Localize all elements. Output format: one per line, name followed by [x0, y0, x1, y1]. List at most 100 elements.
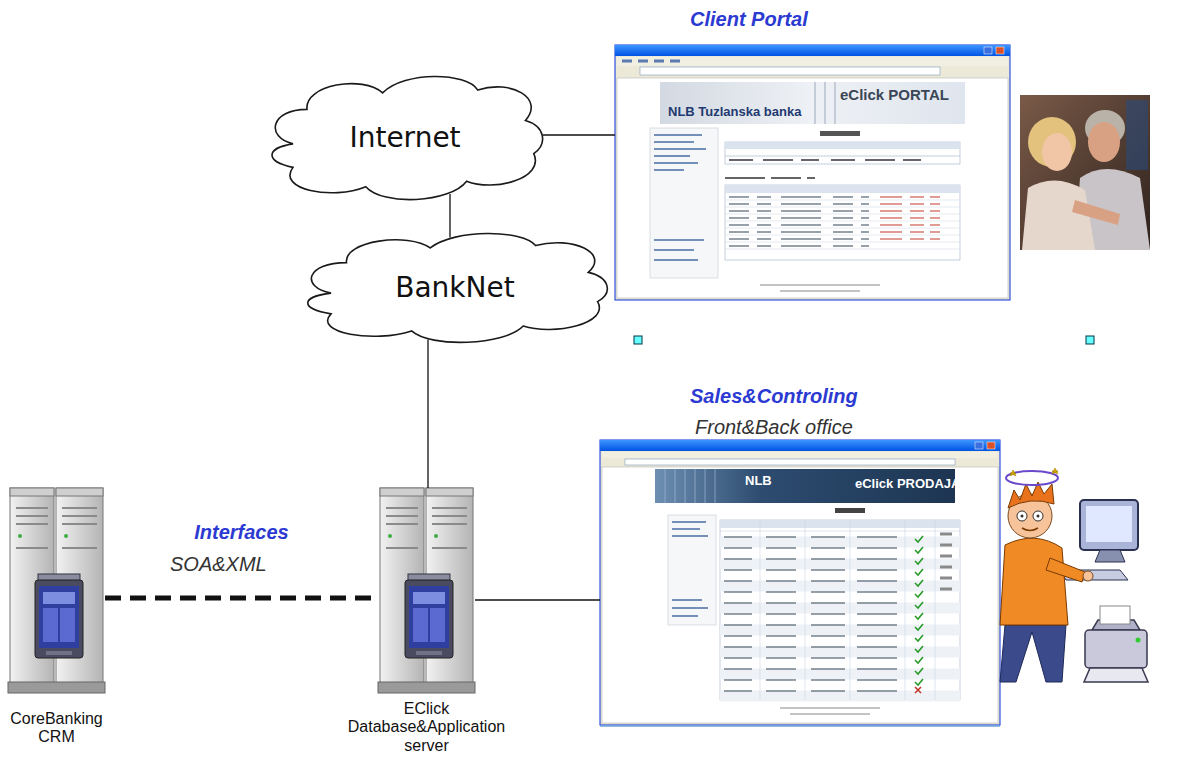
sales-screenshot: [720, 542, 960, 696]
text-slot: Interfaces: [191, 521, 292, 544]
sales-screenshot: [915, 536, 923, 542]
servers: [8, 488, 475, 693]
cloud-outline: [308, 233, 608, 342]
sales-screenshot-box: Sales&ControlingFront&Back office eClick …: [600, 385, 1000, 728]
section-heading: Client Portal: [690, 8, 808, 31]
text-slot: Client Portal: [690, 8, 808, 31]
portal-screenshot: [820, 131, 860, 136]
bank-logo-text: NLB Tuzlanska banka: [668, 104, 801, 119]
sales-screenshot: [915, 602, 923, 608]
sales-screenshot: [915, 613, 923, 619]
text-slot: NLB Tuzlanska banka: [668, 104, 801, 119]
customers-photo: [1126, 100, 1148, 170]
sales-screenshot: [975, 442, 983, 449]
sales-screenshot: [602, 452, 998, 458]
portal-screenshot: [984, 47, 992, 54]
sales-screenshot: [915, 624, 923, 630]
operator-cartoon: [1022, 528, 1038, 531]
sales-screenshot: [915, 646, 923, 652]
sales-screenshot: [600, 440, 1000, 725]
sales-screenshot: [600, 440, 1000, 726]
operator-cartoon: [1000, 468, 1148, 682]
portal-screenshot: [615, 45, 1010, 300]
text-slot: CoreBanking CRM: [2, 710, 112, 747]
operator-cartoon: [1037, 515, 1040, 518]
sales-screenshot: [915, 657, 923, 663]
portal-screenshot: [725, 185, 960, 260]
text-slot: Sales&Controling: [690, 385, 858, 408]
portal-screenshot: [996, 47, 1004, 54]
text-slot: EClick Database&Application server: [327, 700, 527, 755]
text-slot: eClick PRODAJA: [855, 476, 960, 491]
portal-screenshot: [725, 156, 960, 157]
operator-cartoon: [1000, 538, 1068, 625]
corebanking-server-icon: [8, 488, 105, 693]
portal-screenshot: [617, 57, 1008, 66]
sales-screenshot: [915, 569, 923, 575]
text-slot: BankNet: [300, 226, 610, 348]
operator-cartoon: [1136, 638, 1141, 643]
screen-text: eClick PRODAJA: [855, 476, 960, 491]
server-label: CoreBanking CRM: [2, 710, 112, 747]
operator-cartoon: [1083, 571, 1093, 581]
sales-screenshot: [835, 508, 865, 513]
edge-label: Interfaces: [191, 521, 292, 544]
cloud-outline: [272, 76, 543, 199]
portal-screenshot: [725, 185, 960, 193]
sales-screenshot: [600, 440, 1000, 451]
operator-cartoon: [1086, 506, 1132, 542]
portal-screenshot: [654, 135, 706, 260]
sales-screenshot: [665, 469, 715, 503]
interface-link: [105, 596, 378, 601]
portal-screenshot: [617, 78, 1008, 298]
sales-screenshot: [672, 522, 708, 616]
cloud-label: BankNet: [395, 271, 514, 304]
portal-screenshot: [815, 82, 835, 124]
customers-photo: [1088, 122, 1120, 162]
portal-screenshot: [622, 60, 680, 63]
sales-screenshot: [720, 520, 960, 700]
portal-screenshot: [615, 45, 1010, 300]
sales-screenshot: [720, 520, 960, 700]
text-slot: Front&Back office: [695, 416, 853, 439]
operator-cartoon: [1000, 625, 1066, 682]
network-cloud: Internet: [265, 68, 545, 206]
server-label: EClick Database&Application server: [327, 700, 527, 755]
sales-screenshot: [600, 725, 1000, 727]
network-link: [475, 599, 600, 600]
interface-note: SOA&XML: [170, 553, 267, 576]
portal-screenshot: [729, 197, 869, 246]
operator-cartoon: [1033, 511, 1043, 521]
server-box: EClick Database&Application server: [378, 488, 475, 693]
operator-cartoon: [1017, 511, 1027, 521]
sales-screenshot: [724, 537, 902, 691]
network-link: [427, 339, 428, 488]
bank-logo-text: NLB: [745, 473, 772, 488]
sales-screenshot: [602, 467, 998, 723]
portal-screenshot: [615, 45, 1010, 56]
operator-cartoon: [1080, 500, 1138, 550]
sales-screenshot: [915, 679, 923, 685]
sales-screenshot: [987, 442, 995, 449]
section-heading: Sales&Controling: [690, 385, 858, 408]
selection-handle: [634, 336, 642, 344]
cloud-label: Internet: [349, 121, 460, 154]
text-slot: SOA&XML: [170, 553, 267, 576]
network-link: [449, 194, 450, 238]
operator-cartoon: [1085, 630, 1147, 668]
screen-text: Front&Back office: [695, 416, 853, 439]
sales-screenshot: [780, 708, 880, 714]
network-link: [543, 134, 615, 135]
sales-screenshot: [915, 547, 923, 553]
portal-screenshot: [725, 142, 960, 149]
customers-photo: [1020, 95, 1150, 250]
portal-screenshot: [880, 197, 940, 239]
eclick-server-icon: [378, 488, 475, 693]
network-cloud: BankNet: [300, 226, 610, 348]
portal-screenshot: [640, 67, 940, 75]
